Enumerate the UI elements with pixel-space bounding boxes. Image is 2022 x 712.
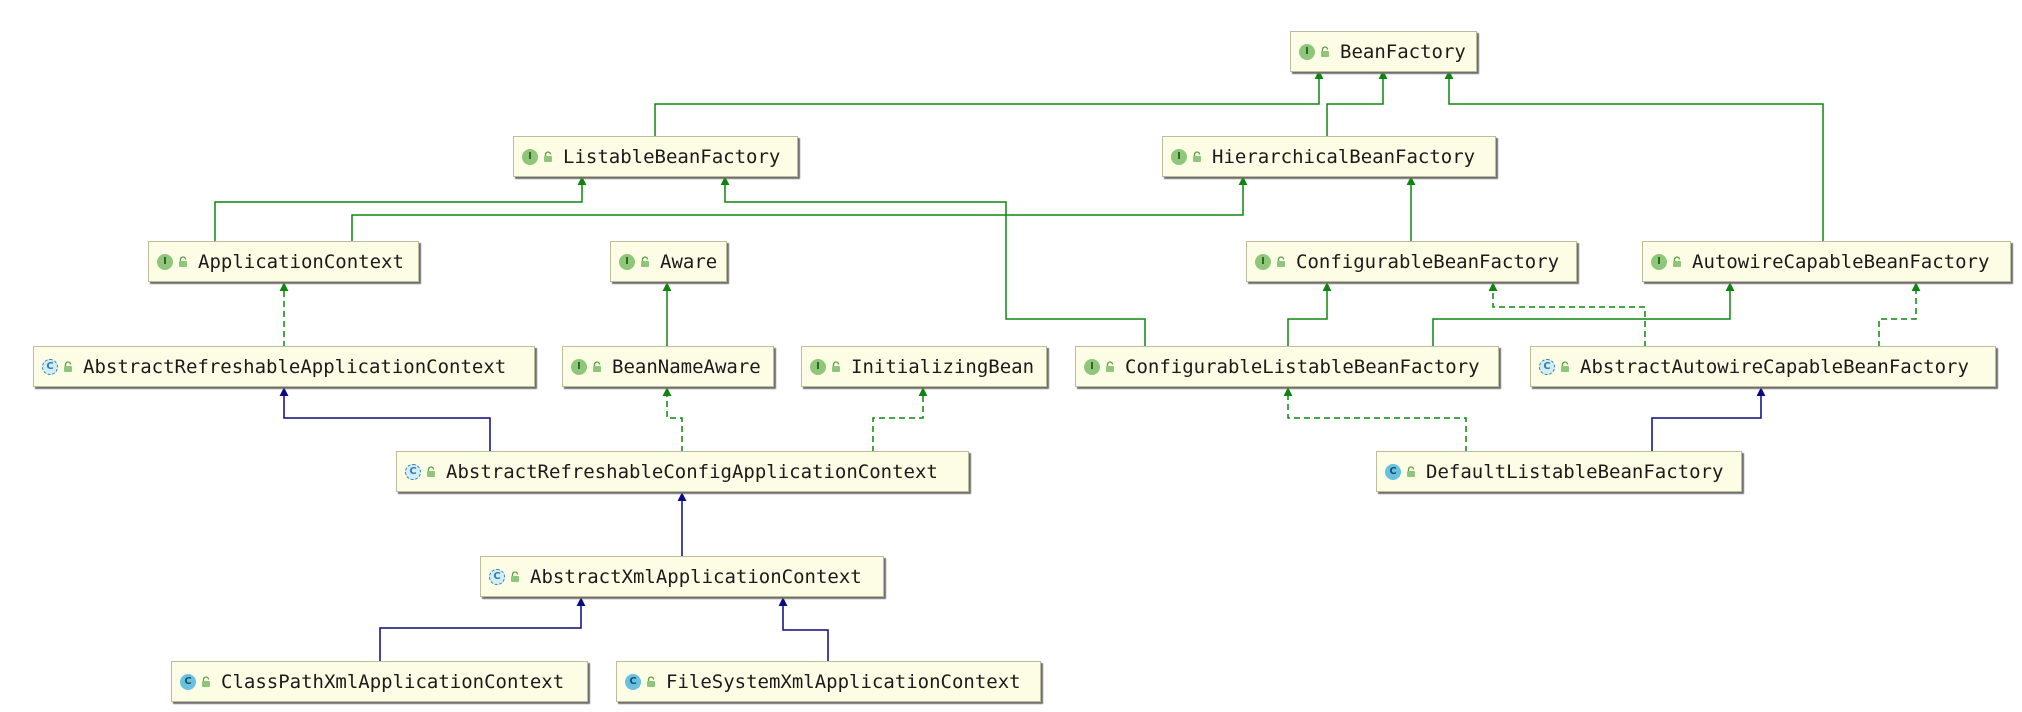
edge-aacbf-implements-acbf [1432, 282, 1735, 347]
node-bf[interactable]: I BeanFactory [1290, 31, 1477, 72]
node-aacbf[interactable]: C AbstractAutowireCapableBeanFactory [1530, 346, 1996, 387]
node-cpxac[interactable]: C ClassPathXmlApplicationContext [171, 661, 588, 702]
node-label: HierarchicalBeanFactory [1212, 145, 1476, 168]
public-visibility-icon [510, 570, 520, 583]
edge-acbf-extends-bf [1444, 70, 1824, 243]
node-fsxac[interactable]: C FileSystemXmlApplicationContext [616, 661, 1041, 702]
public-visibility-icon [1320, 45, 1330, 58]
edge-clbf-extends-cbf [1287, 282, 1332, 347]
node-arac[interactable]: C AbstractRefreshableApplicationContext [33, 346, 535, 387]
abstract-class-icon: C [489, 568, 505, 585]
node-label: AbstractRefreshableConfigApplicationCont… [446, 460, 938, 483]
public-visibility-icon [178, 255, 188, 268]
interface-icon: I [1255, 253, 1271, 270]
public-visibility-icon [1192, 150, 1202, 163]
interface-icon: I [1171, 148, 1187, 165]
public-visibility-icon [1105, 360, 1115, 373]
interface-icon: I [522, 148, 538, 165]
node-label: AutowireCapableBeanFactory [1692, 250, 1990, 273]
node-label: ConfigurableListableBeanFactory [1125, 355, 1480, 378]
node-hbf[interactable]: I HierarchicalBeanFactory [1162, 136, 1496, 177]
edge-clbf-extends-lbf [720, 176, 1146, 347]
node-arcac[interactable]: C AbstractRefreshableConfigApplicationCon… [396, 451, 969, 492]
node-label: AbstractAutowireCapableBeanFactory [1580, 355, 1969, 378]
edge-arcac-extends-arac [279, 387, 491, 452]
edge-dlbf-implements-clbf [1283, 387, 1467, 452]
abstract-class-icon: C [42, 358, 58, 375]
interface-icon: I [571, 358, 587, 375]
node-label: ConfigurableBeanFactory [1296, 250, 1560, 273]
public-visibility-icon [1560, 360, 1570, 373]
public-visibility-icon [640, 255, 650, 268]
node-label: ApplicationContext [198, 250, 404, 273]
node-aw[interactable]: I Aware [610, 241, 727, 282]
public-visibility-icon [543, 150, 553, 163]
node-label: BeanNameAware [612, 355, 761, 378]
interface-icon: I [1299, 43, 1315, 60]
edge-fsxac-extends-axac [778, 597, 829, 662]
node-axac[interactable]: C AbstractXmlApplicationContext [480, 556, 884, 597]
abstract-class-icon: C [1539, 358, 1555, 375]
interface-icon: I [1651, 253, 1667, 270]
class-icon: C [180, 673, 196, 690]
node-label: DefaultListableBeanFactory [1426, 460, 1724, 483]
public-visibility-icon [1406, 465, 1416, 478]
node-label: ClassPathXmlApplicationContext [221, 670, 565, 693]
edge-aacbf-implements-acbf-dashed [1878, 282, 1921, 347]
public-visibility-icon [63, 360, 73, 373]
interface-icon: I [157, 253, 173, 270]
edge-arcac-implements-ib [872, 387, 928, 452]
interface-icon: I [1084, 358, 1100, 375]
node-dlbf[interactable]: C DefaultListableBeanFactory [1376, 451, 1742, 492]
class-icon: C [625, 673, 641, 690]
node-label: BeanFactory [1340, 40, 1466, 63]
node-lbf[interactable]: I ListableBeanFactory [513, 136, 798, 177]
public-visibility-icon [646, 675, 656, 688]
node-label: AbstractRefreshableApplicationContext [83, 355, 507, 378]
edge-cpxac-extends-axac [379, 597, 586, 662]
node-label: InitializingBean [851, 355, 1035, 378]
public-visibility-icon [426, 465, 436, 478]
edge-lbf-extends-bf [654, 70, 1324, 138]
node-bna[interactable]: I BeanNameAware [562, 346, 774, 387]
public-visibility-icon [592, 360, 602, 373]
public-visibility-icon [201, 675, 211, 688]
edge-ac-extends-lbf [214, 176, 587, 243]
node-ib[interactable]: I InitializingBean [801, 346, 1047, 387]
public-visibility-icon [831, 360, 841, 373]
abstract-class-icon: C [405, 463, 421, 480]
public-visibility-icon [1276, 255, 1286, 268]
public-visibility-icon [1672, 255, 1682, 268]
edge-hbf-extends-bf [1326, 70, 1388, 138]
edge-dlbf-extends-aacbf [1651, 387, 1766, 452]
class-icon: C [1385, 463, 1401, 480]
node-acbf[interactable]: I AutowireCapableBeanFactory [1642, 241, 2011, 282]
node-ac[interactable]: I ApplicationContext [148, 241, 419, 282]
edge-arcac-implements-bna [662, 387, 683, 452]
node-clbf[interactable]: I ConfigurableListableBeanFactory [1075, 346, 1499, 387]
node-label: Aware [660, 250, 718, 273]
edge-aacbf-implements-cbf [1488, 282, 1646, 347]
node-label: FileSystemXmlApplicationContext [666, 670, 1021, 693]
node-label: ListableBeanFactory [563, 145, 781, 168]
interface-icon: I [810, 358, 826, 375]
node-cbf[interactable]: I ConfigurableBeanFactory [1246, 241, 1577, 282]
node-label: AbstractXmlApplicationContext [530, 565, 862, 588]
edge-ac-extends-hbf [351, 176, 1248, 243]
interface-icon: I [619, 253, 635, 270]
